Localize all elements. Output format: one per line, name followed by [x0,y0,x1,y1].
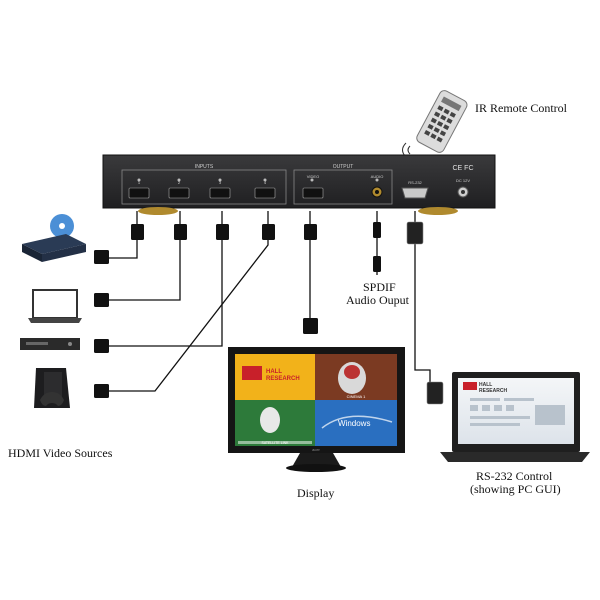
dc-power-label: DC 12V [456,178,470,183]
hdmi-connectors [94,224,318,398]
laptop-brand-line2: RESEARCH [479,388,507,394]
display-monitor-icon [228,347,405,472]
port-number-1: 1 [138,180,141,185]
dvd-player-icon [20,338,80,350]
ir-remote-label: IR Remote Control [475,101,567,115]
display-quad-label: SATELLITE LINK [262,441,290,445]
display-channel-label: CINEMA 1 [347,394,366,399]
rs232-port-label: RS-232 [408,180,422,185]
display-label: Display [297,486,335,500]
rs232-label-line2: (showing PC GUI) [470,482,561,496]
hdmi-sources-label: HDMI Video Sources [8,446,113,460]
output-panel-label: OUTPUT [333,164,354,170]
port-number-3: 3 [219,180,222,185]
port-number-4: 4 [264,180,267,185]
spdif-connector [373,222,381,272]
video-switcher-device [102,154,496,215]
ir-remote-icon [402,90,468,158]
spdif-label-line2: Audio Ouput [346,293,409,307]
monitor-brand: acer [312,447,320,452]
display-brand-line1: HALL [266,369,282,375]
spdif-label-line1: SPDIF [363,280,396,294]
rs232-label-line1: RS-232 Control [476,469,553,483]
certification-marks: CE FC [453,165,474,172]
laptop-icon [28,289,82,323]
display-windows-text: Windows [338,419,370,428]
bluray-player-icon [22,214,86,262]
pc-gui-laptop-icon [440,372,590,462]
audio-port-label: AUDIO [371,174,384,179]
inputs-panel-label: INPUTS [195,164,214,170]
video-port-label: VIDEO [307,174,319,179]
db9-connectors [406,221,444,405]
laptop-brand-line1: HALL [479,382,492,388]
display-brand-line2: RESEARCH [266,376,300,382]
port-number-2: 2 [178,180,181,185]
game-console-icon [34,368,70,408]
